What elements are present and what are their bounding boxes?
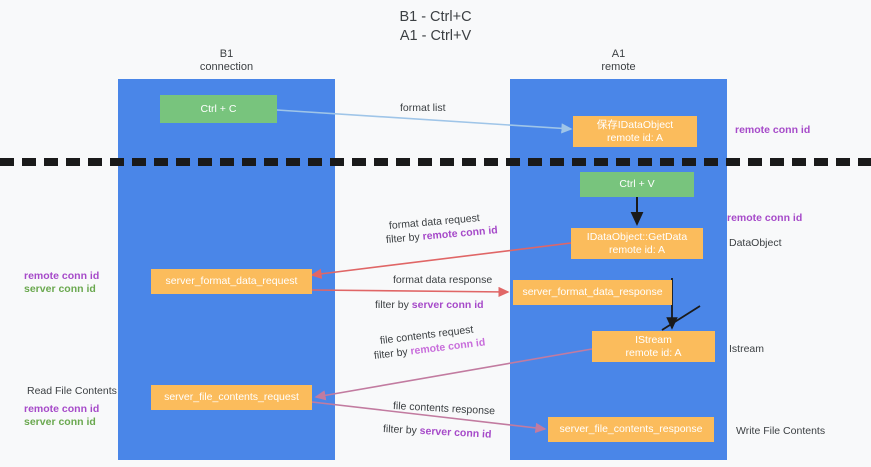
node-server-format-data-request[interactable]: server_format_data_request — [151, 269, 312, 294]
edge-label-format-data-response-filter-pre: filter by — [375, 299, 412, 311]
annotation-right-istream: Istream — [729, 343, 765, 355]
node-server-format-data-response-label: server_format_data_response — [522, 286, 663, 298]
annotation-left-server-conn-id-mid: server conn id — [24, 283, 96, 295]
edge-label-format-list: format list — [400, 102, 446, 114]
column-header-b1-name: B1 — [219, 48, 234, 60]
annotation-left-remote-conn-id-mid: remote conn id — [24, 270, 100, 282]
node-idataobject-getdata-label: IDataObject::GetData — [586, 230, 688, 243]
title-line-2: A1 - Ctrl+V — [399, 28, 472, 44]
node-server-format-data-response[interactable]: server_format_data_response — [513, 280, 672, 305]
column-header-b1: B1 connection — [118, 48, 335, 74]
node-ctrl-c[interactable]: Ctrl + C — [160, 95, 277, 123]
node-save-idataobject-sub: remote id: A — [606, 131, 664, 144]
annotation-right-remote-conn-id-top: remote conn id — [735, 124, 811, 136]
node-save-idataobject[interactable]: 保存IDataObject remote id: A — [573, 116, 697, 147]
edge-file-contents-response — [311, 401, 547, 433]
annotation-left-remote-conn-id-bottom: remote conn id — [24, 403, 100, 415]
column-header-b1-sub: connection — [199, 61, 254, 73]
edge-label-file-contents-response-filter-key: server conn id — [419, 424, 492, 441]
edge-format-data-request — [310, 242, 572, 279]
annotation-left-read-file-contents: Read File Contents — [27, 385, 117, 397]
node-istream-sub: remote id: A — [625, 346, 682, 359]
annotation-right-write-file-contents: Write File Contents — [736, 425, 826, 437]
edge-label-format-data-request-filter-pre: filter by — [385, 230, 424, 246]
annotation-right-remote-conn-id-mid: remote conn id — [727, 212, 803, 224]
node-idataobject-getdata-sub: remote id: A — [608, 243, 666, 256]
column-header-a1-name: A1 — [611, 48, 626, 60]
node-istream[interactable]: IStream remote id: A — [592, 331, 715, 362]
node-idataobject-getdata[interactable]: IDataObject::GetData remote id: A — [571, 228, 703, 259]
node-ctrl-v-label: Ctrl + V — [619, 178, 655, 190]
annotation-left-server-conn-id-bottom: server conn id — [24, 416, 96, 428]
phase-divider — [0, 158, 871, 166]
edge-file-contents-request — [314, 348, 593, 401]
column-header-a1-sub: remote — [601, 61, 636, 73]
node-server-format-data-request-label: server_format_data_request — [165, 275, 298, 287]
edge-format-list — [276, 109, 573, 134]
edge-format-data-response — [311, 286, 510, 298]
edge-istream-hook — [661, 305, 701, 331]
node-ctrl-v[interactable]: Ctrl + V — [580, 172, 694, 197]
node-server-file-contents-response-label: server_file_contents_response — [559, 423, 703, 435]
edge-label-file-contents-response-filter-pre: filter by — [382, 423, 421, 437]
column-header-a1: A1 remote — [510, 48, 727, 74]
node-server-file-contents-response[interactable]: server_file_contents_response — [548, 417, 714, 442]
node-istream-label: IStream — [635, 333, 672, 346]
node-server-file-contents-request[interactable]: server_file_contents_request — [151, 385, 312, 410]
node-ctrl-c-label: Ctrl + C — [200, 102, 237, 115]
node-server-file-contents-request-label: server_file_contents_request — [164, 391, 299, 403]
diagram-title: B1 - Ctrl+C A1 - Ctrl+V — [0, 8, 871, 46]
annotation-right-dataobject: DataObject — [729, 237, 782, 249]
edge-label-format-data-response-filter: filter by server conn id — [375, 298, 484, 312]
edge-label-format-data-response: format data response — [393, 274, 493, 286]
node-save-idataobject-label: 保存IDataObject — [596, 118, 674, 131]
title-line-1: B1 - Ctrl+C — [399, 9, 472, 25]
edge-label-format-data-response-filter-key: server conn id — [411, 299, 484, 311]
